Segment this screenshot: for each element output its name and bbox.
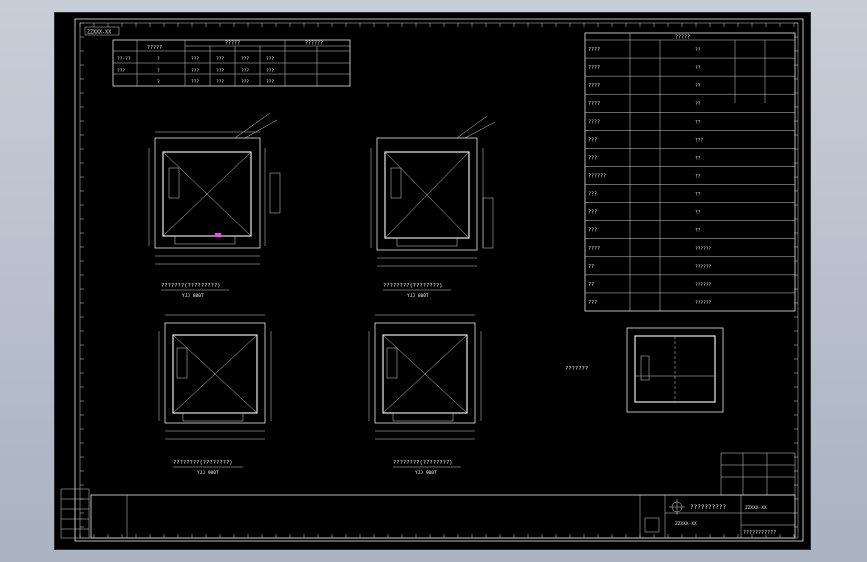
drawing-name: ?????????? (690, 504, 727, 511)
param-label: ???? (588, 47, 600, 53)
spec-header-c: ?????? (305, 41, 323, 47)
top-left-tag-box (84, 26, 120, 36)
side-label: ??????? (565, 366, 588, 372)
param-value: ?? (695, 192, 701, 198)
spec-cell: ? (157, 56, 160, 62)
company-name: ??????????? (743, 530, 776, 536)
param-value: ??? (695, 137, 703, 143)
plan-2-caption: ????????(????????) (383, 283, 443, 289)
plan-view-2 (370, 115, 496, 267)
plan-view-3 (158, 314, 272, 440)
spec-row-label-2: ??? (117, 68, 125, 74)
param-value: ?? (695, 65, 701, 71)
plan-4-caption: ????????(????????) (393, 460, 453, 466)
param-label: ?? (588, 264, 594, 270)
param-label: ???? (588, 65, 600, 71)
param-label: ???? (588, 119, 600, 125)
param-value: ?? (695, 119, 701, 125)
spec-table: ????? ????? ?????? ??-?? ??? ? ? ? ??? ?… (112, 39, 351, 87)
param-label: ??? (588, 210, 597, 216)
spec-cell: ??? (266, 79, 274, 85)
params-table: ????? (584, 32, 796, 312)
param-label: ???? (588, 101, 600, 107)
spec-header-b: ????? (225, 41, 240, 47)
spec-cell: ??? (266, 56, 274, 62)
param-value: ?? (695, 83, 701, 89)
plan-4-model: YJJ 900T (415, 470, 437, 476)
spec-cell: ? (157, 79, 160, 85)
top-left-tag: ZZXXX-XX (87, 30, 111, 36)
spec-cell: ??? (216, 79, 224, 85)
drawing-code-2: ZZXXX-XX (675, 521, 697, 527)
param-value: ?? (695, 174, 701, 180)
param-label: ??? (588, 300, 597, 306)
drawing-frame-outer (74, 18, 804, 542)
param-value: ?? (695, 47, 701, 53)
param-label: ?? (588, 282, 594, 288)
params-header: ????? (675, 35, 690, 41)
drawing-code: ZZXXX-XX (745, 505, 767, 511)
plan-1-model: YJJ 800T (182, 293, 204, 299)
param-label: ?????? (588, 174, 606, 180)
plan-3-model: YJJ 900T (197, 470, 219, 476)
cad-viewport[interactable]: ZZXXX-XX ????? ????? ?????? ??-?? ??? ? … (54, 12, 811, 550)
spec-cell: ? (157, 68, 160, 74)
spec-cell: ??? (241, 79, 249, 85)
param-value: ?? (695, 210, 701, 216)
param-value: ?? (695, 155, 701, 161)
frame-ticks (79, 22, 798, 538)
spec-cell: ??? (241, 56, 249, 62)
param-label: ???? (588, 246, 600, 252)
title-block: ?????????? ZZXXX-XX ZZXXX-XX ??????????? (90, 452, 796, 539)
param-value: ?? (695, 228, 701, 234)
spec-cell: ??? (216, 56, 224, 62)
param-label: ???? (588, 83, 600, 89)
plan-view-4 (368, 314, 482, 440)
param-label: ??? (588, 192, 597, 198)
spec-cell: ??? (266, 68, 274, 74)
param-value: ?????? (695, 282, 712, 288)
spec-cell: ??? (191, 79, 199, 85)
spec-row-label-1: ??-?? (117, 56, 131, 62)
plan-3-caption: ????????(????????) (173, 460, 233, 466)
spec-cell: ??? (241, 68, 249, 74)
plan-view-1 (148, 112, 281, 265)
param-value: ?????? (695, 246, 712, 252)
param-label: ??? (588, 228, 597, 234)
param-value: ?????? (695, 264, 712, 270)
side-view (626, 327, 724, 413)
cad-drawing: ZZXXX-XX ????? ????? ?????? ??-?? ??? ? … (60, 18, 804, 542)
left-revision-table (60, 488, 90, 539)
param-value: ?????? (695, 300, 712, 306)
plan-1-caption: ???????(?????????) (161, 283, 221, 289)
param-value: ?? (695, 101, 701, 107)
spec-cell: ??? (191, 56, 199, 62)
param-label: ??? (588, 137, 597, 143)
param-label: ??? (588, 155, 597, 161)
plan-2-model: YJJ 800T (407, 293, 429, 299)
spec-cell: ??? (191, 68, 199, 74)
spec-header-a: ????? (147, 45, 162, 51)
spec-cell: ??? (216, 68, 224, 74)
